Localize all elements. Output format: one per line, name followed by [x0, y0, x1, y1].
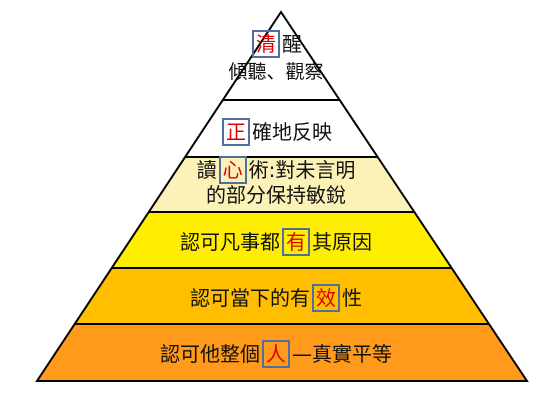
- pyramid-bands: [37, 12, 527, 381]
- level-top-line2: 傾聽、觀察: [228, 61, 324, 83]
- level-2-text: 正確地反映: [0, 118, 552, 146]
- level-top-line1: 清醒: [0, 30, 552, 58]
- level-top-key-char: 清: [252, 30, 280, 58]
- level-6-post: —真實平等: [292, 342, 392, 366]
- level-4-text: 認可凡事都有其原因: [0, 228, 552, 256]
- level-4-pre: 認可凡事都: [180, 230, 280, 254]
- level-2-post: 確地反映: [252, 120, 332, 144]
- level-3-post: 術:對未言明: [248, 158, 356, 182]
- level-5-pre: 認可當下的有: [190, 286, 310, 310]
- band-level-6: [37, 324, 527, 381]
- level-4-key-char: 有: [282, 228, 310, 256]
- pyramid-dividers: [74, 99, 489, 325]
- band-level-4: [111, 212, 452, 268]
- level-3-pre: 讀: [196, 158, 217, 182]
- level-6-key-char: 人: [262, 340, 290, 368]
- level-6-text: 認可他整個人—真實平等: [0, 340, 552, 368]
- level-3-key-char: 心: [218, 156, 247, 184]
- level-5-post: 性: [342, 286, 362, 310]
- level-3-line2: 的部分保持敏銳: [206, 183, 346, 207]
- level-4-post: 其原因: [312, 230, 372, 254]
- level-3-line1: 讀心術:對未言明: [0, 156, 552, 184]
- level-6-pre: 認可他整個: [160, 342, 260, 366]
- level-top-post: 醒: [282, 32, 302, 56]
- band-level-3: [148, 157, 415, 212]
- pyramid-outline: [35, 10, 529, 382]
- band-level-5: [74, 268, 490, 324]
- level-2-key-char: 正: [222, 118, 250, 146]
- band-top: [222, 12, 340, 100]
- band-level-2: [185, 100, 378, 157]
- level-5-key-char: 效: [312, 284, 340, 312]
- level-5-text: 認可當下的有效性: [0, 284, 552, 312]
